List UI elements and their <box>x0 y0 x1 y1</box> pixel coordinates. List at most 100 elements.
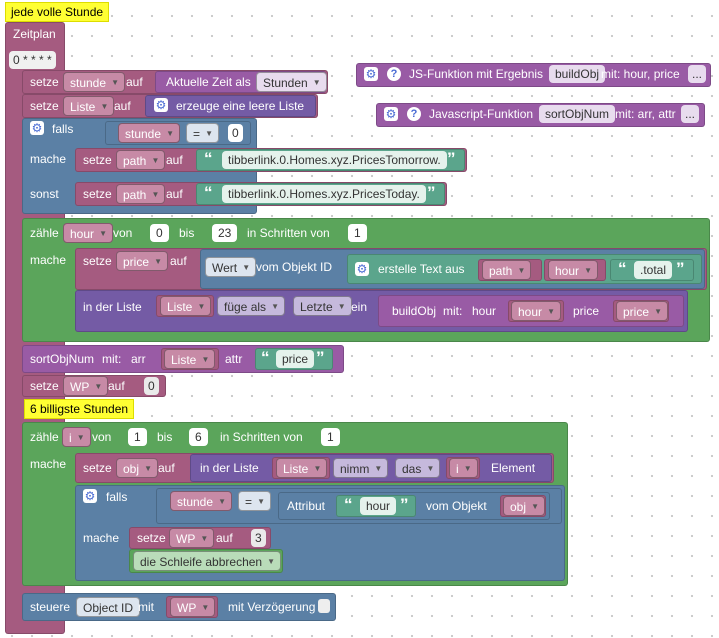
i-var-dropdown[interactable]: i▼ <box>62 427 91 447</box>
position-dropdown[interactable]: Letzte▼ <box>293 296 352 316</box>
vom-objekt-label: vom Objekt ID <box>256 260 333 274</box>
attr-price-field[interactable]: price <box>276 350 315 368</box>
price-arg-dropdown[interactable]: price▼ <box>616 301 669 321</box>
to-field[interactable]: 23 <box>212 224 238 242</box>
delay-label: mit Verzögerung <box>228 600 316 614</box>
quote-close-icon: ” <box>316 348 325 367</box>
path-var-dropdown[interactable]: path▼ <box>482 260 532 280</box>
quote-close-icon: ” <box>400 495 409 514</box>
bis-label: bis <box>179 226 195 240</box>
bis-label: bis <box>157 430 173 444</box>
wp-arg-dropdown[interactable]: WP▼ <box>170 597 216 617</box>
step-field[interactable]: 1 <box>348 224 367 242</box>
nimm-dropdown[interactable]: nimm▼ <box>333 458 389 478</box>
hour-var-dropdown[interactable]: hour▼ <box>548 260 599 280</box>
step-label: in Schritten von <box>247 226 330 240</box>
hour-param-label: hour <box>472 304 497 318</box>
wert-dropdown[interactable]: Wert▼ <box>205 257 257 277</box>
auf-label: auf <box>166 187 183 201</box>
help-icon[interactable]: ? <box>407 107 421 121</box>
gear-icon[interactable]: ⚙ <box>364 67 378 81</box>
object-id-field[interactable]: Object ID <box>76 597 141 617</box>
path-dropdown[interactable]: path▼ <box>116 184 166 204</box>
hour-text-field[interactable]: hour <box>360 497 397 515</box>
quote-open-icon: “ <box>618 259 627 278</box>
total-field[interactable]: .total <box>634 261 673 279</box>
liste-arg-dropdown[interactable]: Liste▼ <box>164 349 216 369</box>
auf-label: auf <box>166 153 183 167</box>
wp-zero-field[interactable]: 0 <box>144 377 159 395</box>
auf-label: auf <box>158 461 175 475</box>
mit-label: mit <box>138 600 154 614</box>
gear-icon[interactable]: ⚙ <box>154 98 168 112</box>
setze-label: setze <box>83 153 112 167</box>
liste-var-dropdown[interactable]: Liste▼ <box>160 296 212 316</box>
text-then-field[interactable]: tibberlink.0.Homes.xyz.PricesTomorrow. <box>222 151 447 169</box>
setze-label: setze <box>137 531 166 545</box>
delay-checkbox[interactable] <box>318 599 330 613</box>
quote-open-icon: “ <box>204 149 213 168</box>
step-field[interactable]: 1 <box>321 428 340 446</box>
wp-dropdown[interactable]: WP▼ <box>169 528 215 548</box>
quote-open-icon: “ <box>204 183 213 202</box>
buildobj-call-label: buildObj <box>392 304 437 318</box>
buildobj-name[interactable]: buildObj <box>549 65 606 83</box>
zaehle-label: zähle <box>30 430 59 444</box>
js-function-plain-label: Javascript-Funktion <box>429 107 534 121</box>
gear-icon[interactable]: ⚙ <box>30 121 44 135</box>
auf-label: auf <box>170 254 187 268</box>
obj-dropdown[interactable]: obj▼ <box>116 458 159 478</box>
falls-label: falls <box>52 122 74 136</box>
wp-three-field[interactable]: 3 <box>251 529 266 547</box>
gear-icon[interactable]: ⚙ <box>355 262 369 276</box>
liste-var-dropdown[interactable]: Liste▼ <box>276 458 328 478</box>
stunde-var-dropdown[interactable]: stunde▼ <box>118 123 181 143</box>
sortobjnum-params: mit: arr, attr <box>615 107 676 121</box>
buildobj-more[interactable]: ... <box>688 65 707 83</box>
price-dropdown[interactable]: price▼ <box>116 251 169 271</box>
zero-field[interactable]: 0 <box>228 124 243 142</box>
in-der-liste-label: in der Liste <box>83 300 142 314</box>
zaehle-label: zähle <box>30 226 59 240</box>
steuere-label: steuere <box>30 600 71 614</box>
attribut-label: Attribut <box>287 499 326 513</box>
comment-cheapest[interactable]: 6 billigste Stunden <box>24 399 135 419</box>
js-function-result-label: JS-Funktion mit Ergebnis <box>409 67 544 81</box>
sortobjnum-name[interactable]: sortObjNum <box>539 105 616 123</box>
equals-dropdown[interactable]: =▼ <box>186 123 220 143</box>
hour-var-dropdown[interactable]: hour▼ <box>63 223 114 243</box>
stunde-var-dropdown[interactable]: stunde▼ <box>170 491 233 511</box>
insert-mode-dropdown[interactable]: füge als▼ <box>217 296 286 316</box>
auf-label: auf <box>126 75 143 89</box>
help-icon[interactable]: ? <box>387 67 401 81</box>
from-field[interactable]: 1 <box>128 428 147 446</box>
schedule-label: Zeitplan <box>13 27 56 41</box>
mache-label: mache <box>30 152 67 166</box>
from-field[interactable]: 0 <box>150 224 169 242</box>
gear-icon[interactable]: ⚙ <box>384 107 398 121</box>
text-else-field[interactable]: tibberlink.0.Homes.xyz.PricesToday. <box>222 185 426 203</box>
hours-dropdown[interactable]: Stunden▼ <box>256 72 327 92</box>
gear-icon[interactable]: ⚙ <box>83 489 97 503</box>
stunde-dropdown[interactable]: stunde▼ <box>63 72 126 92</box>
hour-arg-dropdown[interactable]: hour▼ <box>511 301 562 321</box>
quote-open-icon: “ <box>261 348 270 367</box>
comment-hourly[interactable]: jede volle Stunde <box>5 2 110 22</box>
equals-dropdown[interactable]: =▼ <box>238 491 272 511</box>
mache-label: mache <box>30 253 67 267</box>
wp-dropdown[interactable]: WP▼ <box>63 376 109 396</box>
break-dropdown[interactable]: die Schleife abbrechen▼ <box>133 551 282 571</box>
das-dropdown[interactable]: das▼ <box>395 458 441 478</box>
falls-label: falls <box>106 490 128 504</box>
setze-label: setze <box>83 461 112 475</box>
sortobjnum-more[interactable]: ... <box>681 105 700 123</box>
i-arg-dropdown[interactable]: i▼ <box>449 458 478 478</box>
cron-field[interactable]: 0 * * * * <box>9 51 56 69</box>
path-dropdown[interactable]: path▼ <box>116 150 166 170</box>
to-field[interactable]: 6 <box>189 428 208 446</box>
liste-dropdown[interactable]: Liste▼ <box>63 96 115 116</box>
empty-list-block[interactable] <box>145 95 316 117</box>
setze-label: setze <box>30 99 59 113</box>
obj-arg-dropdown[interactable]: obj▼ <box>503 496 546 516</box>
js-function-buildobj[interactable] <box>356 63 711 87</box>
